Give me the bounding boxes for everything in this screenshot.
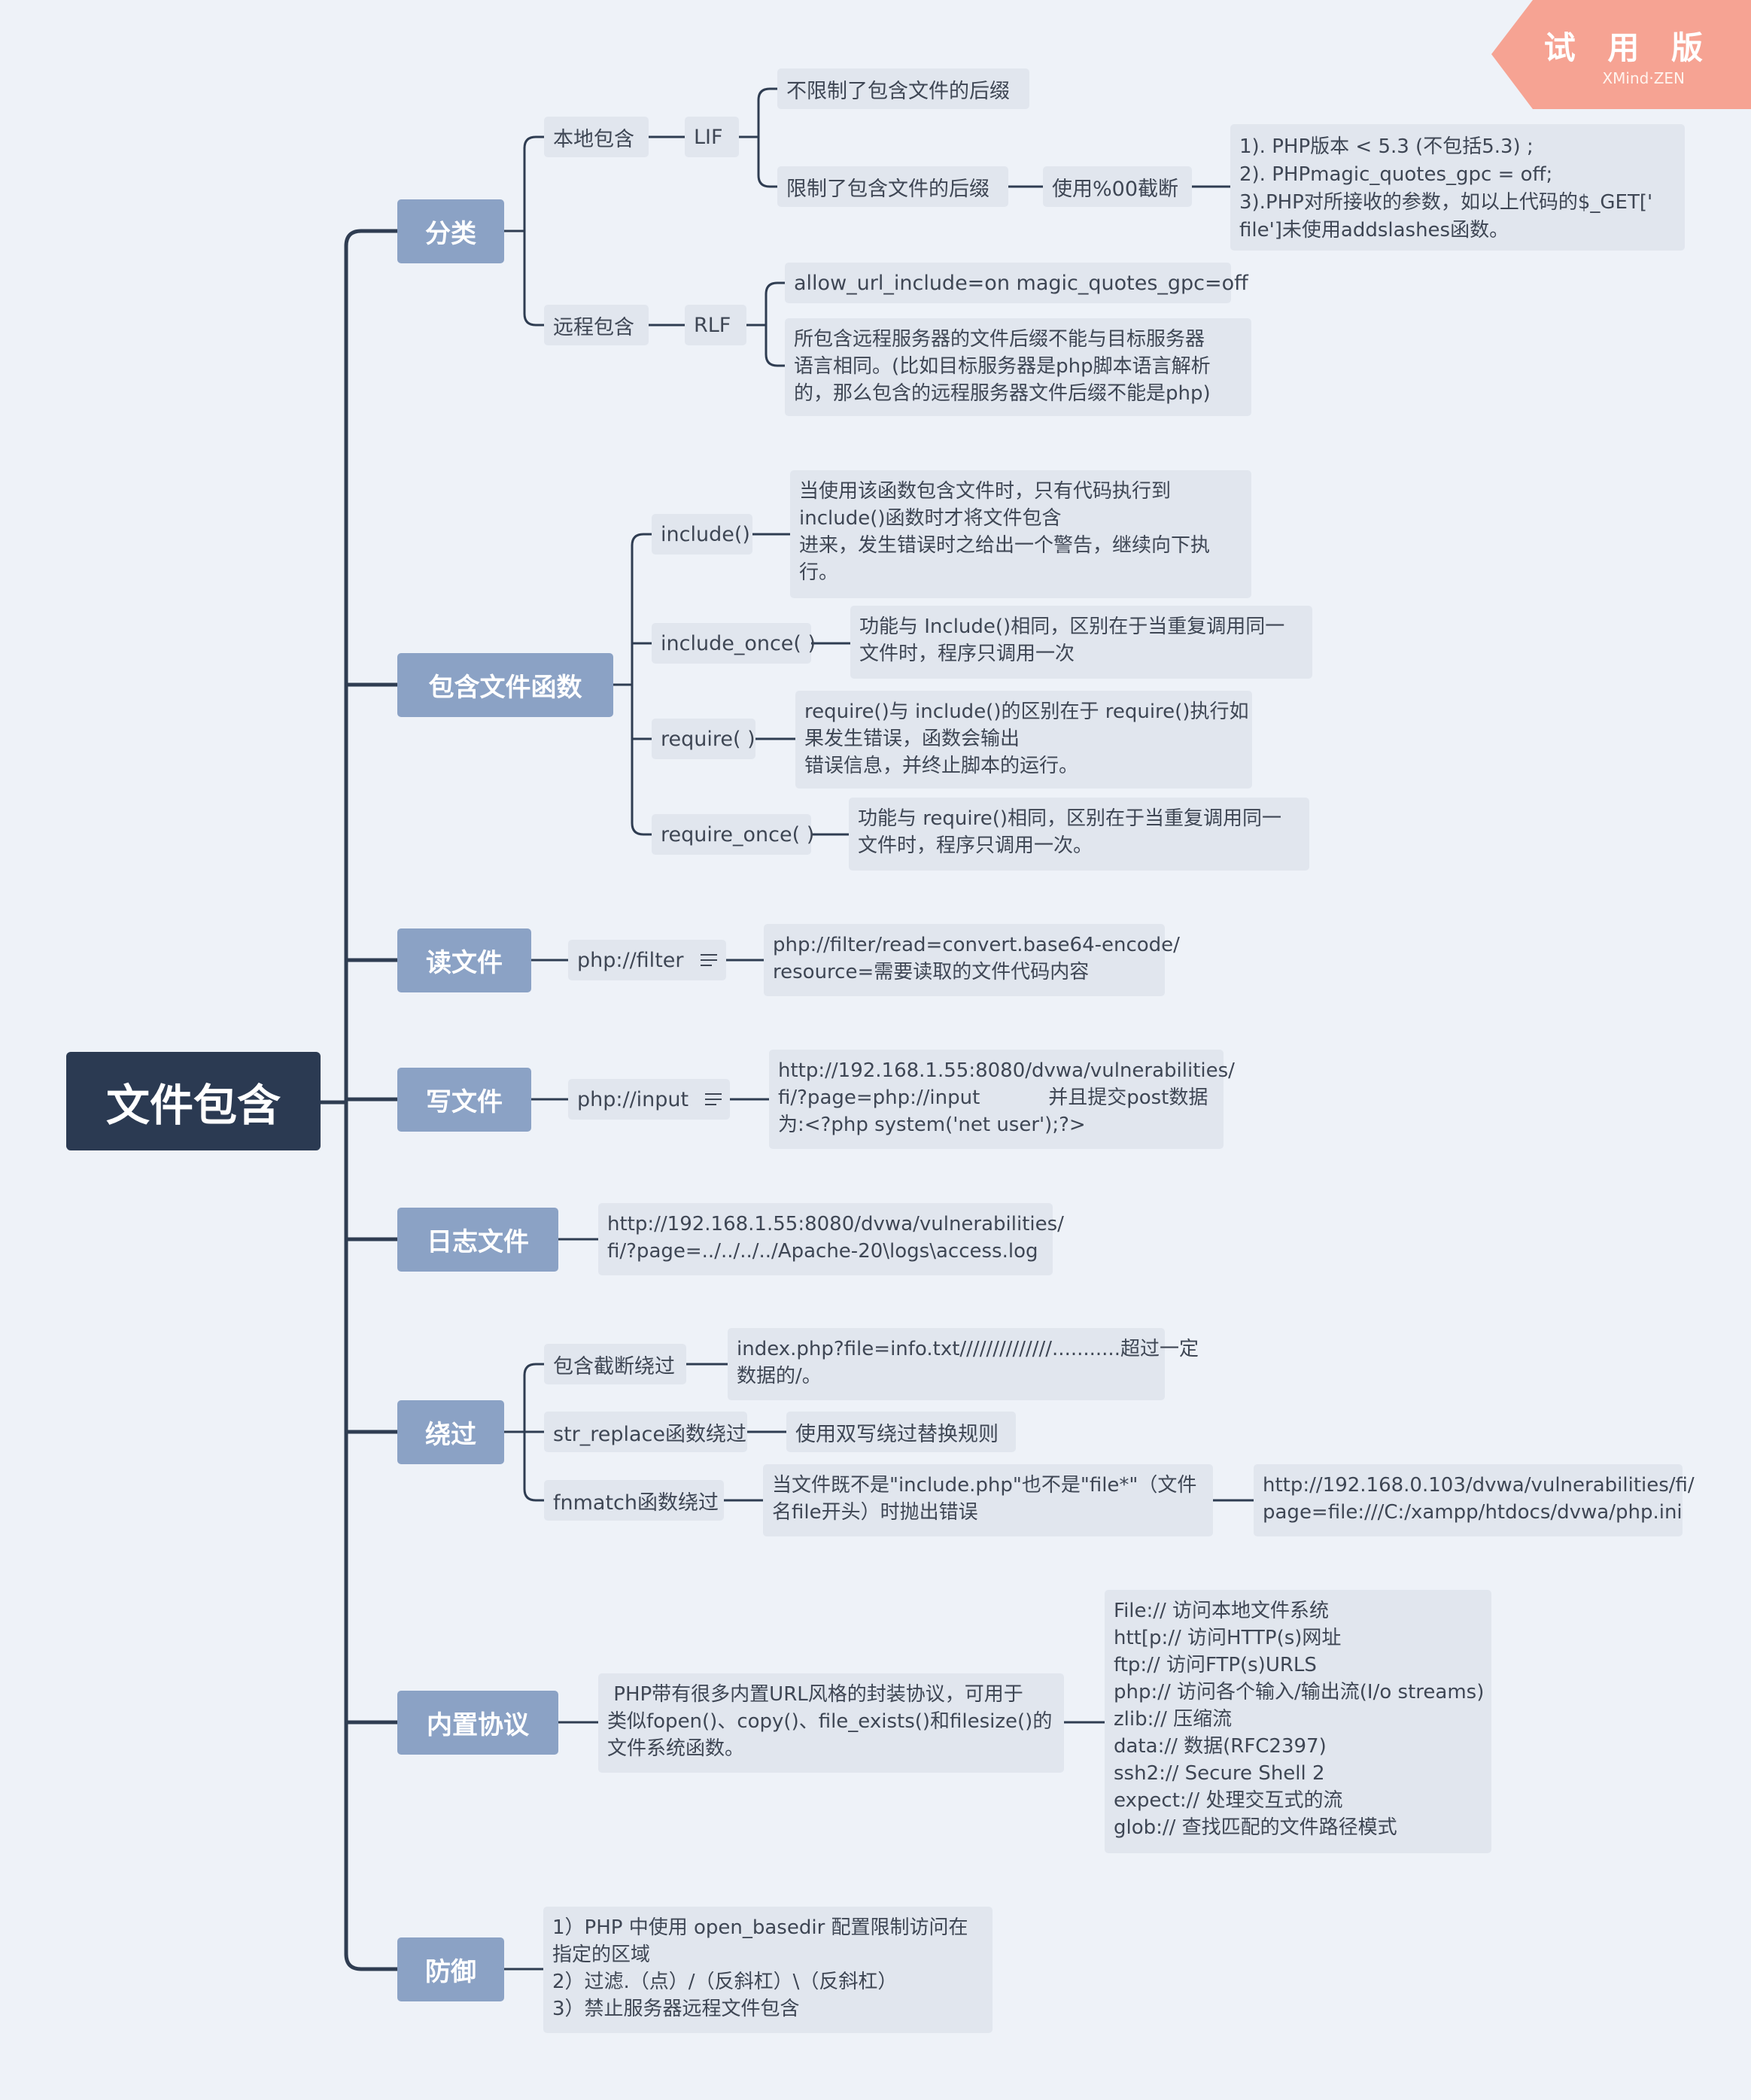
desc-line: 类似fopen()、copy()、file_exists()和filesize(… [607, 1710, 1053, 1733]
detail-line: page=file:///C:/xampp/htdocs/dvwa/php.in… [1263, 1501, 1683, 1524]
detail-line: 为:<?php system('net user');?> [778, 1114, 1086, 1136]
topic-read-file[interactable]: 读文件 [397, 928, 531, 992]
leaf-str-replace-detail[interactable]: 使用双写绕过替换规则 [786, 1412, 1016, 1452]
subtopic-str-replace-bypass[interactable]: str_replace函数绕过 [544, 1412, 747, 1452]
desc-line: 进来，发生错误时之给出一个警告，继续向下执 [799, 534, 1211, 557]
subtopic-suffix-limit[interactable]: 限制了包含文件的后缀 [777, 166, 1008, 207]
subtopic-remote-include[interactable]: 远程包含 [544, 305, 649, 345]
desc-line: 错误信息，并终止脚本的运行。 [804, 755, 1079, 777]
topic-builtin-protocols[interactable]: 内置协议 [397, 1691, 558, 1755]
leaf-require-desc[interactable]: require()与 include()的区别在于 require()执行如 果… [795, 691, 1252, 789]
desc-line: require()与 include()的区别在于 require()执行如 [804, 701, 1249, 723]
desc-line: 文件时，程序只调用一次 [859, 643, 1075, 665]
subtopic-truncate-bypass[interactable]: 包含截断绕过 [544, 1344, 686, 1384]
detail-line: http://192.168.0.103/dvwa/vulnerabilitie… [1263, 1474, 1695, 1497]
detail-line: http://192.168.1.55:8080/dvwa/vulnerabil… [607, 1213, 1064, 1235]
subtopic-remote-config[interactable]: allow_url_include=on magic_quotes_gpc=of… [785, 263, 1248, 303]
protocol-item: data:// 数据(RFC2397) [1114, 1735, 1327, 1758]
protocol-item: expect:// 处理交互式的流 [1114, 1789, 1343, 1812]
subtopic-require-once[interactable]: require_once( ) [652, 814, 814, 855]
desc-line: 功能与 Include()相同，区别在于当重复调用同一 [859, 615, 1285, 638]
subtopic-lif[interactable]: LIF [685, 117, 739, 157]
desc-line: PHP带有很多内置URL风格的封装协议，可用于 [607, 1683, 1023, 1706]
protocol-item: File:// 访问本地文件系统 [1114, 1600, 1330, 1622]
topic-write-file[interactable]: 写文件 [397, 1068, 531, 1132]
protocol-item: ssh2:// Secure Shell 2 [1114, 1762, 1325, 1785]
subtopic-fnmatch-bypass[interactable]: fnmatch函数绕过 [544, 1480, 724, 1521]
topic-log-file[interactable]: 日志文件 [397, 1208, 558, 1272]
subtopic-require[interactable]: require( ) [652, 719, 755, 759]
condition-line: 1). PHP版本 < 5.3 (不包括5.3) ; [1239, 135, 1534, 158]
leaf-truncation-conditions[interactable]: 1). PHP版本 < 5.3 (不包括5.3) ; 2). PHPmagic_… [1230, 124, 1685, 251]
desc-line: include()函数时才将文件包含 [799, 507, 1062, 530]
leaf-fnmatch-detail[interactable]: 当文件既不是"include.php"也不是"file*"（文件 名file开头… [763, 1464, 1213, 1536]
leaf-truncate-detail[interactable]: index.php?file=info.txt//////////////...… [728, 1328, 1199, 1400]
leaf-remote-note[interactable]: 所包含远程服务器的文件后缀不能与目标服务器 语言相同。(比如目标服务器是php脚… [785, 318, 1251, 416]
detail-line: 名file开头）时抛出错误 [772, 1501, 978, 1524]
note-line: 所包含远程服务器的文件后缀不能与目标服务器 [794, 328, 1205, 351]
subtopic-php-input[interactable]: php://input [568, 1079, 730, 1120]
leaf-protocols-list[interactable]: File:// 访问本地文件系统 htt[p:// 访问HTTP(s)网址 ft… [1105, 1590, 1491, 1853]
leaf-fnmatch-example[interactable]: http://192.168.0.103/dvwa/vulnerabilitie… [1254, 1464, 1695, 1536]
detail-line: index.php?file=info.txt//////////////...… [737, 1338, 1199, 1360]
subtopic-php-filter[interactable]: php://filter [568, 940, 726, 980]
desc-line: 行。 [799, 561, 839, 584]
desc-line: 功能与 require()相同，区别在于当重复调用同一 [858, 807, 1281, 830]
trial-watermark-subtitle: XMind·ZEN [1602, 69, 1685, 87]
note-icon[interactable] [700, 950, 717, 970]
desc-line: 文件系统函数。 [607, 1737, 745, 1760]
detail-line: fi/?page=php://input 并且提交post数据 [778, 1086, 1208, 1109]
leaf-protocols-desc[interactable]: PHP带有很多内置URL风格的封装协议，可用于 类似fopen()、copy()… [598, 1673, 1064, 1773]
leaf-include-once-desc[interactable]: 功能与 Include()相同，区别在于当重复调用同一 文件时，程序只调用一次 [850, 606, 1312, 679]
detail-line: http://192.168.1.55:8080/dvwa/vulnerabil… [778, 1059, 1235, 1082]
leaf-defense-list[interactable]: 1）PHP 中使用 open_basedir 配置限制访问在 指定的区域 2）过… [543, 1907, 993, 2033]
root-topic[interactable]: 文件包含 [66, 1052, 321, 1150]
leaf-input-detail[interactable]: http://192.168.1.55:8080/dvwa/vulnerabil… [769, 1050, 1235, 1149]
desc-line: 当使用该函数包含文件时，只有代码执行到 [799, 480, 1172, 503]
desc-line: 文件时，程序只调用一次。 [858, 834, 1093, 857]
detail-line: 当文件既不是"include.php"也不是"file*"（文件 [772, 1474, 1197, 1497]
subtopic-no-suffix-limit[interactable]: 不限制了包含文件的后缀 [777, 68, 1029, 109]
detail-line: php://filter/read=convert.base64-encode/ [773, 934, 1180, 956]
leaf-log-detail[interactable]: http://192.168.1.55:8080/dvwa/vulnerabil… [598, 1203, 1064, 1275]
defense-item: 指定的区域 [552, 1943, 651, 1966]
topic-bypass[interactable]: 绕过 [397, 1400, 504, 1464]
condition-line: file']未使用addslashes函数。 [1239, 219, 1509, 242]
note-icon[interactable] [705, 1090, 722, 1109]
leaf-filter-detail[interactable]: php://filter/read=convert.base64-encode/… [764, 924, 1180, 996]
protocol-item: php:// 访问各个输入/输出流(I/o streams) [1114, 1681, 1485, 1703]
php-input-label: php://input [577, 1087, 689, 1111]
defense-item: 1）PHP 中使用 open_basedir 配置限制访问在 [552, 1916, 968, 1939]
condition-line: 3).PHP对所接收的参数，如以上代码的$_GET[' [1239, 191, 1653, 214]
topic-include-functions[interactable]: 包含文件函数 [397, 653, 613, 717]
note-line: 语言相同。(比如目标服务器是php脚本语言解析 [794, 355, 1211, 378]
desc-line: 果发生错误，函数会输出 [804, 728, 1020, 750]
subtopic-include-once[interactable]: include_once( ) [652, 623, 816, 664]
subtopic-null-truncation[interactable]: 使用%00截断 [1043, 166, 1192, 207]
note-line: 的，那么包含的远程服务器文件后缀不能是php) [794, 382, 1211, 405]
protocol-item: htt[p:// 访问HTTP(s)网址 [1114, 1627, 1342, 1649]
detail-line: 数据的/。 [737, 1365, 822, 1387]
subtopic-rlf[interactable]: RLF [685, 305, 746, 345]
trial-watermark-title: 试 用 版 [1543, 29, 1713, 66]
defense-item: 2）过滤.（点）/（反斜杠）\（反斜杠） [552, 1971, 898, 1993]
topic-defense[interactable]: 防御 [397, 1937, 504, 2001]
detail-line: resource=需要读取的文件代码内容 [773, 961, 1090, 983]
topic-classify[interactable]: 分类 [397, 199, 504, 263]
protocol-item: glob:// 查找匹配的文件路径模式 [1114, 1816, 1397, 1839]
condition-line: 2). PHPmagic_quotes_gpc = off; [1239, 163, 1553, 186]
php-filter-label: php://filter [577, 948, 684, 972]
protocol-item: ftp:// 访问FTP(s)URLS [1114, 1654, 1317, 1676]
detail-line: fi/?page=../../../../Apache-20\logs\acce… [607, 1240, 1038, 1263]
defense-item: 3）禁止服务器远程文件包含 [552, 1998, 800, 2020]
protocol-item: zlib:// 压缩流 [1114, 1708, 1233, 1731]
leaf-require-once-desc[interactable]: 功能与 require()相同，区别在于当重复调用同一 文件时，程序只调用一次。 [849, 798, 1309, 871]
trial-watermark [1491, 0, 1751, 109]
leaf-include-desc[interactable]: 当使用该函数包含文件时，只有代码执行到 include()函数时才将文件包含 进… [790, 470, 1251, 598]
subtopic-include[interactable]: include() [652, 514, 752, 555]
subtopic-local-include[interactable]: 本地包含 [544, 117, 649, 157]
